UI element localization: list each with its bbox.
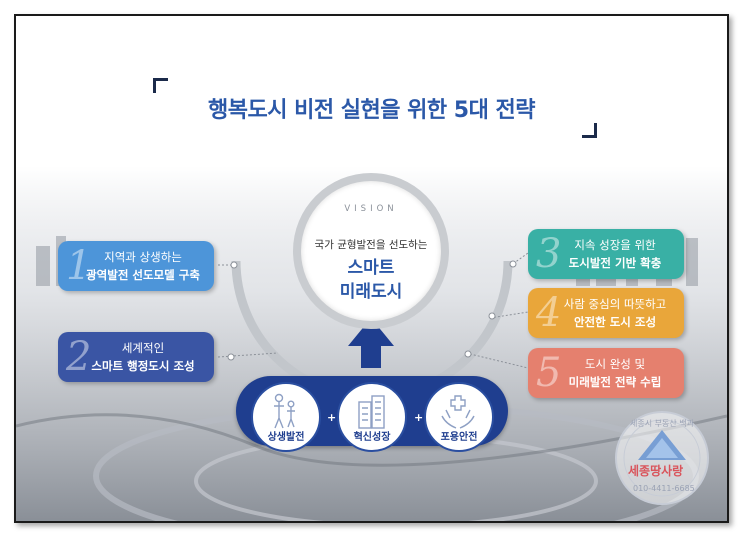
vision-label: VISION (344, 204, 398, 214)
stamp-phone: 010-4411-6685 (633, 484, 695, 493)
strategy-2-line1: 세계적인 (121, 341, 165, 355)
strategy-3: 3 지속 성장을 위한 도시발전 기반 확충 (528, 229, 684, 279)
buildings-icon (358, 395, 385, 429)
plus-sign-2: + (414, 411, 424, 424)
title-bracket-left (153, 78, 168, 93)
family-icon (274, 393, 295, 429)
strategy-1: 1 지역과 상생하는 광역발전 선도모델 구축 (58, 241, 214, 291)
pillar-label-1: 상생발전 (267, 432, 305, 443)
pillar-label-2: 혁신성장 (353, 432, 391, 443)
title-bracket-right (582, 123, 597, 138)
stamp-name: 세종땅사랑 (628, 464, 684, 478)
vision-main-line1: 스마트 (347, 258, 395, 278)
plus-sign-1: + (327, 411, 337, 424)
pillar-circle-3 (424, 382, 494, 452)
strategy-2-line2: 스마트 행정도시 조성 (91, 359, 195, 373)
strategy-2: 2 세계적인 스마트 행정도시 조성 (58, 332, 214, 382)
pillar-circle-1 (251, 382, 321, 452)
strategy-1-line1: 지역과 상생하는 (104, 250, 182, 264)
page-title: 행복도시 비전 실현을 위한 5대 전략 (208, 98, 535, 123)
strategy-5-line2: 미래발전 전략 수립 (568, 375, 662, 389)
strategy-3-number: 3 (536, 231, 562, 277)
strategy-4: 4 사람 중심의 따뜻하고 안전한 도시 조성 (528, 288, 684, 338)
vision-main: 스마트 미래도시 (301, 256, 441, 304)
strategy-4-line2: 안전한 도시 조성 (573, 315, 657, 329)
vision-circle (301, 181, 441, 321)
strategy-5-line1: 도시 완성 및 (584, 357, 646, 371)
watermark-stamp (615, 411, 709, 505)
vision-subtitle: 국가 균형발전을 선도하는 (314, 239, 428, 251)
strategy-5-number: 5 (536, 350, 562, 396)
strategy-1-number: 1 (66, 243, 92, 289)
vision-main-line2: 미래도시 (339, 282, 403, 302)
strategy-2-number: 2 (66, 334, 92, 380)
pillar-label-3: 포용안전 (440, 432, 478, 443)
strategy-4-line1: 사람 중심의 따뜻하고 (563, 297, 667, 311)
strategy-5: 5 도시 완성 및 미래발전 전략 수립 (528, 348, 684, 398)
diagram-frame: 행복도시 비전 실현을 위한 5대 전략 VISION 국가 균형발전을 선도하… (14, 14, 729, 523)
strategy-4-number: 4 (536, 290, 562, 336)
pillar-circle-2 (337, 382, 407, 452)
strategy-3-line2: 도시발전 기반 확충 (568, 256, 662, 270)
strategy-3-line1: 지속 성장을 위한 (574, 238, 656, 252)
stamp-top-text: 세종시 부동산 백과 (630, 419, 694, 428)
strategy-1-line2: 광역발전 선도모델 구축 (86, 268, 200, 282)
hands-care-icon (441, 395, 475, 429)
